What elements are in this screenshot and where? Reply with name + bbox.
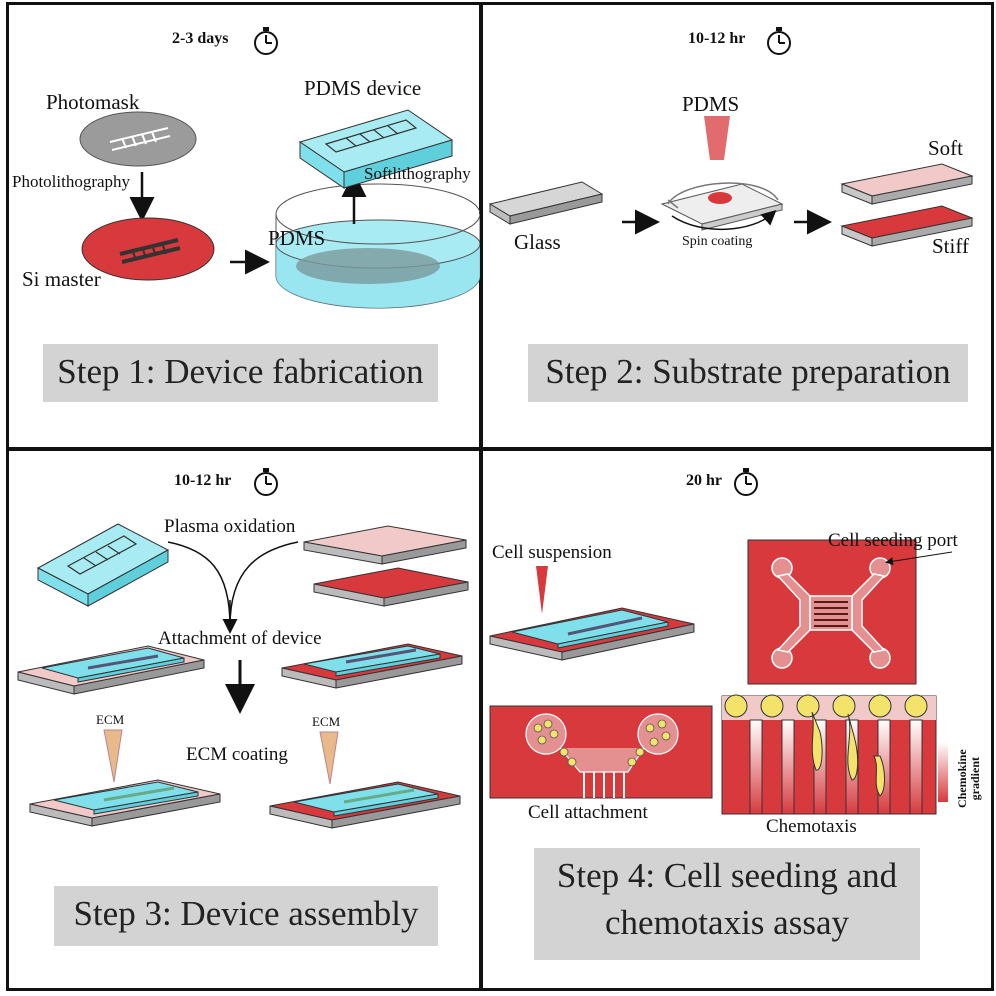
- frame-bottom: [6, 988, 994, 991]
- chemokine-label: Chemokine: [955, 749, 969, 808]
- pdms-drop-cup: [704, 116, 730, 160]
- merge-arrow-left: [167, 541, 231, 627]
- stopwatch-icon: [734, 468, 758, 496]
- time-label: 2-3 days: [172, 30, 229, 47]
- coated-device-soft: [29, 779, 221, 827]
- ecm-left-label: ECM: [96, 712, 125, 727]
- step3-title: Step 3: Device assembly: [54, 886, 438, 946]
- stiff-label: Stiff: [932, 234, 969, 258]
- soft-substrate: [840, 163, 974, 205]
- merge-arrow-right: [229, 541, 299, 627]
- chemokine-gradient-label: Chemokine gradient: [955, 749, 983, 808]
- ecm-pipette-right: [319, 731, 339, 785]
- si-master-disc: [81, 217, 215, 281]
- panel4-graphics: [489, 468, 953, 815]
- time-label: 10-12 hr: [174, 472, 232, 489]
- coated-device-stiff: [269, 781, 461, 829]
- frame-top: [6, 2, 994, 5]
- spin-coater: [660, 182, 784, 231]
- step4-line2: chemotaxis assay: [605, 903, 849, 943]
- glass-slide: [488, 181, 604, 225]
- frame-right: [991, 2, 994, 991]
- time-label: 10-12 hr: [688, 30, 746, 47]
- stopwatch-icon: [254, 468, 278, 496]
- cell-attachment-view: [489, 705, 713, 799]
- soft-label: Soft: [928, 136, 964, 160]
- photomask-disc: [79, 111, 197, 167]
- step4-title: Step 4: Cell seeding and chemotaxis assa…: [534, 848, 920, 960]
- petri-dish: [275, 183, 480, 309]
- stopwatch-icon: [767, 27, 791, 55]
- panel2-graphics: [488, 27, 974, 247]
- step2-title: Step 2: Substrate preparation: [528, 344, 968, 402]
- plasma-oxidation-label: Plasma oxidation: [164, 516, 296, 537]
- chemotaxis-label: Chemotaxis: [766, 816, 857, 837]
- panel3-graphics: [17, 468, 469, 829]
- assembled-device-soft: [17, 645, 205, 695]
- cell-attachment-label: Cell attachment: [528, 802, 648, 823]
- glass-label: Glass: [514, 230, 561, 254]
- panel-device-fabrication: 2-3 days Photomask Photolithography Si m…: [8, 4, 480, 448]
- step1-title: Step 1: Device fabrication: [43, 344, 438, 402]
- pdms-device-block: [298, 109, 454, 189]
- panel-substrate-preparation: 10-12 hr PDMS Glass Spin coating Soft St…: [482, 4, 992, 448]
- attachment-label: Attachment of device: [158, 628, 322, 649]
- softlithography-label: Softlithography: [364, 164, 471, 183]
- stiff-substrate: [313, 567, 469, 607]
- chemokine-gradient-bar: [938, 742, 948, 802]
- cell-suspension-label: Cell suspension: [492, 542, 612, 563]
- photomask-label: Photomask: [46, 90, 140, 114]
- ecm-coating-label: ECM coating: [186, 744, 288, 765]
- pdms-label: PDMS: [268, 226, 326, 250]
- frame-vertical-divider: [479, 2, 483, 991]
- pdms-device-block: [36, 523, 170, 607]
- pointer-seeding-port: [885, 551, 953, 566]
- si-master-label: Si master: [22, 267, 101, 291]
- panel1-graphics: [79, 27, 480, 309]
- ecm-pipette-left: [103, 729, 123, 783]
- step4-line1: Step 4: Cell seeding and: [556, 856, 898, 895]
- panel-cell-seeding-chemotaxis: 20 hr Cell suspension Cell seeding port …: [482, 450, 992, 990]
- gradient-label: gradient: [968, 757, 983, 801]
- ecm-right-label: ECM: [312, 714, 341, 729]
- spin-coating-label: Spin coating: [682, 234, 753, 249]
- chemotaxis-view: [721, 694, 937, 815]
- cell-suspension-pipette: [536, 566, 548, 614]
- pdms-device-label: PDMS device: [304, 76, 422, 100]
- pdms-label: PDMS: [682, 92, 740, 116]
- frame-left: [6, 2, 9, 991]
- panel-device-assembly: 10-12 hr Plasma oxidation Attachment of …: [8, 450, 480, 990]
- cell-seeding-port-label: Cell seeding port: [828, 530, 958, 551]
- stiff-substrate: [840, 205, 974, 247]
- time-label: 20 hr: [686, 472, 722, 489]
- assembled-device-stiff: [281, 643, 463, 689]
- soft-substrate: [303, 525, 467, 565]
- stopwatch-icon: [254, 27, 278, 55]
- frame-horizontal-divider: [6, 447, 994, 451]
- seeded-device: [489, 607, 695, 661]
- photolithography-label: Photolithography: [12, 172, 131, 191]
